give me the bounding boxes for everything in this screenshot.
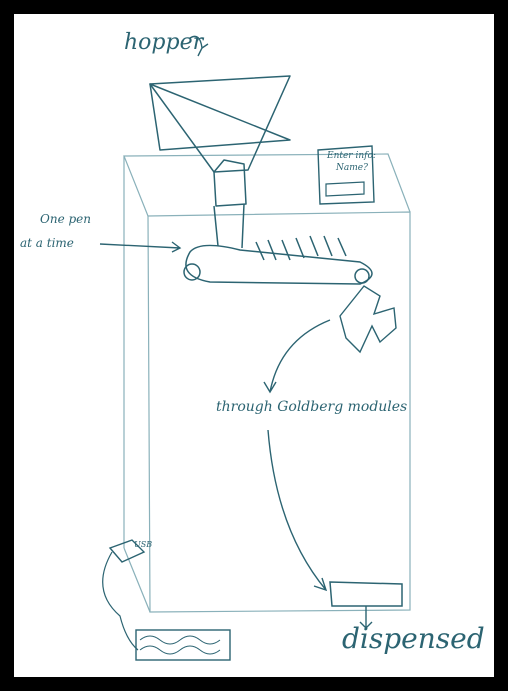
cabinet-top	[123, 153, 411, 217]
usb-label: USB	[134, 540, 153, 549]
conveyor	[183, 235, 373, 285]
dispensed-label: dispensed	[342, 622, 485, 655]
arrow-to-dispenser	[267, 429, 328, 592]
arrow-to-modules	[263, 319, 331, 394]
cabinet-front	[147, 211, 411, 613]
screen-input-box	[325, 181, 365, 197]
usb-cable	[102, 551, 139, 651]
info-screen	[317, 145, 375, 205]
pen-pile-scribble	[139, 635, 221, 655]
conveyor-belt	[185, 244, 373, 285]
cabinet	[123, 153, 411, 613]
usb-device	[108, 539, 146, 563]
cabinet-bottom-edge	[123, 547, 151, 613]
modules-label: through Goldberg modules	[216, 399, 408, 415]
hopper-outlet	[213, 159, 247, 207]
dispenser-tray	[329, 581, 403, 607]
dispense-arrow	[359, 606, 373, 629]
pens-on-conveyor	[255, 235, 347, 261]
conveyor-wheel-left	[183, 263, 201, 281]
one-pen-label-line2: at a time	[20, 236, 74, 250]
goldberg-module-sketch	[339, 285, 397, 354]
conveyor-wheel-right	[354, 268, 370, 284]
feed-chute	[213, 203, 245, 249]
screen-line2: Name?	[336, 163, 368, 173]
one-pen-arrow	[99, 241, 182, 253]
hopper-funnel	[149, 75, 291, 173]
hopper-inner-lines	[149, 83, 291, 151]
hopper-label: hopper	[124, 30, 204, 55]
one-pen-label-line1: One pen	[40, 212, 91, 226]
hopper	[149, 75, 291, 249]
screen-line1: Enter info:	[327, 151, 376, 161]
pen-storage-box	[135, 629, 231, 661]
hopper-arrow	[189, 35, 209, 57]
